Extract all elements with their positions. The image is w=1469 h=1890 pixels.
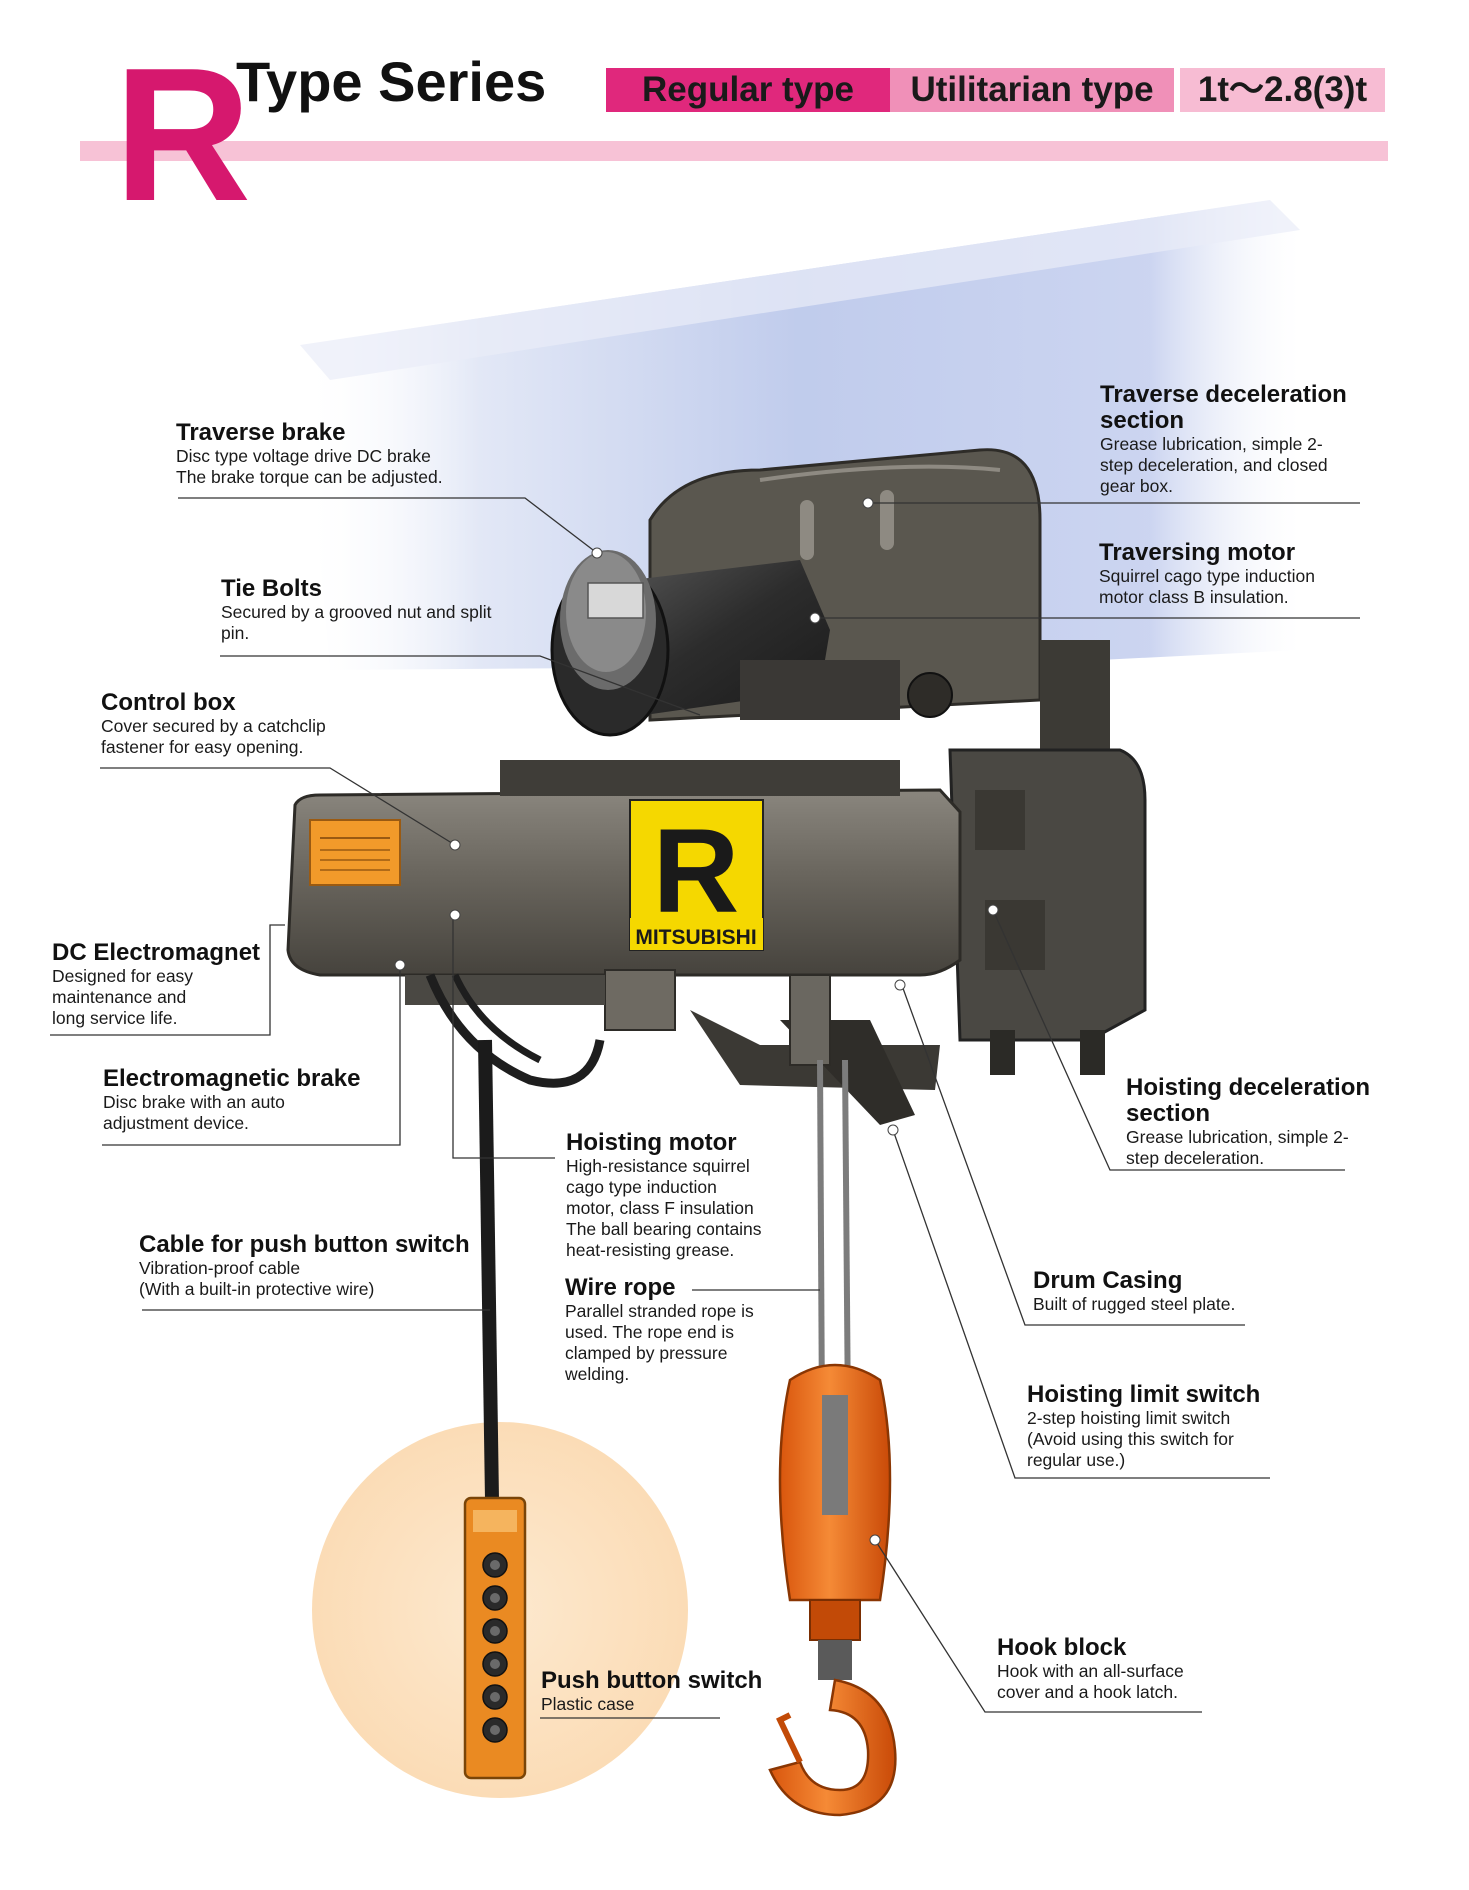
callout-line: gear box. — [1100, 476, 1173, 496]
callout-line: The ball bearing contains — [566, 1219, 762, 1239]
callout-line: step deceleration, and closed — [1100, 455, 1328, 475]
callout-title: Hoisting motor — [566, 1129, 737, 1156]
r-plate-letter: R — [653, 804, 740, 938]
page-title: Type Series — [236, 50, 547, 113]
callout-title-cont: section — [1126, 1100, 1211, 1127]
callout-title: Push button switch — [541, 1667, 763, 1694]
callout-dc-electromagnet: DC Electromagnet Designed for easy maint… — [52, 940, 260, 1029]
callout-traversing-motor: Traversing motor Squirrel cago type indu… — [1099, 540, 1315, 608]
callout-line: long service life. — [52, 1008, 178, 1028]
callout-tie-bolts: Tie Bolts Secured by a grooved nut and s… — [221, 576, 491, 644]
callout-line: cago type induction — [566, 1177, 717, 1197]
callout-line: used. The rope end is — [565, 1322, 734, 1342]
callout-line: Hook with an all-surface — [997, 1661, 1184, 1681]
callout-title: Electromagnetic brake — [103, 1065, 361, 1092]
callout-hook-block: Hook block Hook with an all-surface cove… — [997, 1635, 1184, 1703]
callout-title: Drum Casing — [1033, 1267, 1183, 1294]
callout-line: Grease lubrication, simple 2- — [1100, 434, 1323, 454]
callout-hoisting-motor: Hoisting motor High-resistance squirrel … — [566, 1130, 762, 1261]
callout-line: Secured by a grooved nut and split — [221, 602, 492, 622]
callout-title-cont: section — [1100, 407, 1185, 434]
callout-line: (Avoid using this switch for — [1027, 1429, 1234, 1449]
callout-electromagnetic-brake: Electromagnetic brake Disc brake with an… — [103, 1066, 360, 1134]
callout-line: clamped by pressure — [565, 1343, 728, 1363]
callout-line: adjustment device. — [103, 1113, 249, 1133]
header-rule — [80, 141, 1388, 161]
callout-title: Control box — [101, 689, 236, 716]
callout-title: Hoisting limit switch — [1027, 1381, 1261, 1408]
callout-hoisting-deceleration: Hoisting deceleration section Grease lub… — [1126, 1075, 1370, 1169]
badge-utilitarian-type: Utilitarian type — [890, 68, 1174, 112]
callout-traverse-deceleration: Traverse deceleration section Grease lub… — [1100, 382, 1347, 497]
series-letter: R — [114, 29, 251, 241]
callout-line: cover and a hook latch. — [997, 1682, 1178, 1702]
callout-line: Designed for easy — [52, 966, 194, 986]
callout-line: Grease lubrication, simple 2- — [1126, 1127, 1349, 1147]
callout-title: Tie Bolts — [221, 575, 322, 602]
r-plate-brand: MITSUBISHI — [635, 926, 756, 949]
callout-control-box: Control box Cover secured by a catchclip… — [101, 690, 326, 758]
callout-line: Disc type voltage drive DC brake — [176, 446, 431, 466]
callout-line: Vibration-proof cable — [139, 1258, 301, 1278]
callout-title: Traverse brake — [176, 419, 346, 446]
callout-cable-push-button: Cable for push button switch Vibration-p… — [139, 1232, 470, 1300]
callout-title: Traversing motor — [1099, 539, 1296, 566]
callout-line: Plastic case — [541, 1694, 635, 1714]
callout-wire-rope: Wire rope Parallel stranded rope is used… — [565, 1275, 754, 1385]
callout-traverse-brake: Traverse brake Disc type voltage drive D… — [176, 420, 443, 488]
callout-line: (With a built-in protective wire) — [139, 1279, 375, 1299]
callout-line: Squirrel cago type induction — [1099, 566, 1315, 586]
callout-line: maintenance and — [52, 987, 187, 1007]
badge-regular-type: Regular type — [606, 68, 890, 112]
callout-line: motor, class F insulation — [566, 1198, 754, 1218]
callout-line: fastener for easy opening. — [101, 737, 304, 757]
callout-title: Traverse deceleration — [1100, 381, 1347, 408]
callout-line: Disc brake with an auto — [103, 1092, 285, 1112]
callout-title: DC Electromagnet — [52, 939, 261, 966]
callout-title: Hoisting deceleration — [1126, 1074, 1371, 1101]
callout-line: regular use.) — [1027, 1450, 1126, 1470]
callout-line: step deceleration. — [1126, 1148, 1265, 1168]
callout-hoisting-limit-switch: Hoisting limit switch 2-step hoisting li… — [1027, 1382, 1260, 1471]
callout-title: Cable for push button switch — [139, 1231, 470, 1258]
callout-line: Built of rugged steel plate. — [1033, 1294, 1236, 1314]
callout-line: 2-step hoisting limit switch — [1027, 1408, 1231, 1428]
callout-line: pin. — [221, 623, 250, 643]
callout-line: Cover secured by a catchclip — [101, 716, 326, 736]
callout-drum-casing: Drum Casing Built of rugged steel plate. — [1033, 1268, 1235, 1315]
callout-line: The brake torque can be adjusted. — [176, 467, 443, 487]
callout-title: Wire rope — [565, 1274, 676, 1301]
badge-capacity: 1t～2.8(3)t — [1180, 68, 1385, 112]
callout-line: welding. — [565, 1364, 630, 1384]
callout-line: Parallel stranded rope is — [565, 1301, 754, 1321]
callout-push-button-switch: Push button switch Plastic case — [541, 1668, 762, 1715]
callout-title: Hook block — [997, 1634, 1127, 1661]
callout-line: motor class B insulation. — [1099, 587, 1289, 607]
callout-line: High-resistance squirrel — [566, 1156, 750, 1176]
callout-line: heat-resisting grease. — [566, 1240, 735, 1260]
